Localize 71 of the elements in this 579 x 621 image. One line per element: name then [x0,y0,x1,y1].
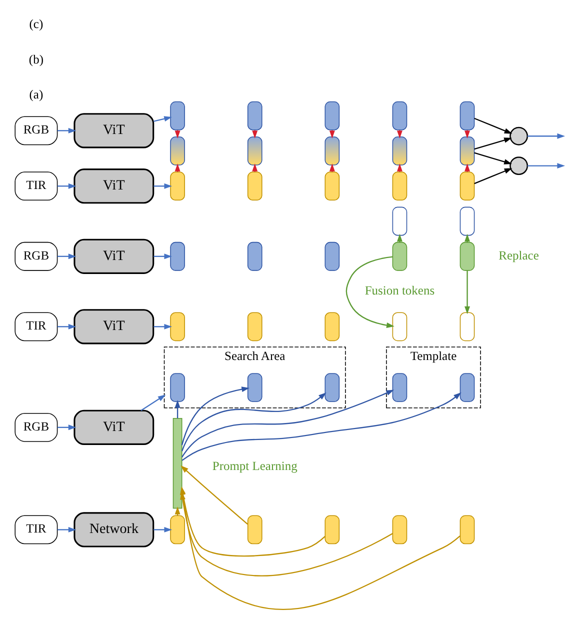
node-box [392,515,408,544]
node-box [324,242,340,271]
arrow [181,386,250,446]
node-box: TIR [14,172,58,201]
node-box [247,373,262,402]
arrow [527,133,566,139]
arrow [182,392,462,461]
arrow [154,183,172,189]
node-box: RGB [14,242,58,271]
label: Prompt Learning [212,459,298,474]
arrow [154,526,172,532]
arrow [527,163,566,169]
node-box [392,206,408,236]
node-box [247,242,262,271]
node-box: TIR [14,312,58,342]
label: Replace [498,248,539,262]
node-box [392,312,408,342]
arrow [346,256,394,328]
node-box [460,312,475,342]
arrow [474,168,512,184]
node-box: ViT [74,309,154,344]
node-box: ViT [74,168,154,204]
node-box [460,206,475,236]
node-box [247,312,262,342]
arrow [57,424,76,430]
node-box [247,136,262,166]
label: (b) [28,52,44,66]
node-box [392,136,408,166]
arrow [57,128,76,134]
node-box [460,515,475,544]
node-box [324,373,340,402]
arrow [474,152,512,164]
node-box: Network [74,512,154,548]
node-box [247,515,262,544]
node-box [170,515,185,544]
node-box: TIR [14,515,58,544]
node-box [170,242,185,271]
node-box [170,373,185,402]
node-box: RGB [14,116,58,146]
arrow [154,254,172,260]
label: Fusion tokens [364,283,435,298]
node-box [324,515,340,544]
arrow [57,183,76,189]
arrow [464,270,470,314]
arrow [174,400,180,418]
node-box [392,373,408,402]
node-circle [510,126,528,146]
node-bar [172,418,182,509]
node-box [460,136,475,166]
arrow [57,526,76,532]
arrow [474,118,512,134]
arrow [154,324,172,330]
label: (c) [29,17,44,32]
node-box [324,312,340,342]
arrow [154,116,172,122]
arrow [140,394,166,411]
arrow [181,392,326,452]
node-box [460,373,475,402]
arrow [57,254,76,260]
node-box [170,312,185,342]
node-box: RGB [14,412,58,442]
node-box: ViT [74,113,154,148]
node-circle [510,156,528,176]
label: (a) [29,87,44,102]
node-box: ViT [74,410,154,445]
node-box: ViT [74,238,154,274]
node-box [170,136,185,166]
arrow [57,324,76,330]
arrow [181,390,394,458]
node-box [324,136,340,166]
arrow [474,138,512,150]
